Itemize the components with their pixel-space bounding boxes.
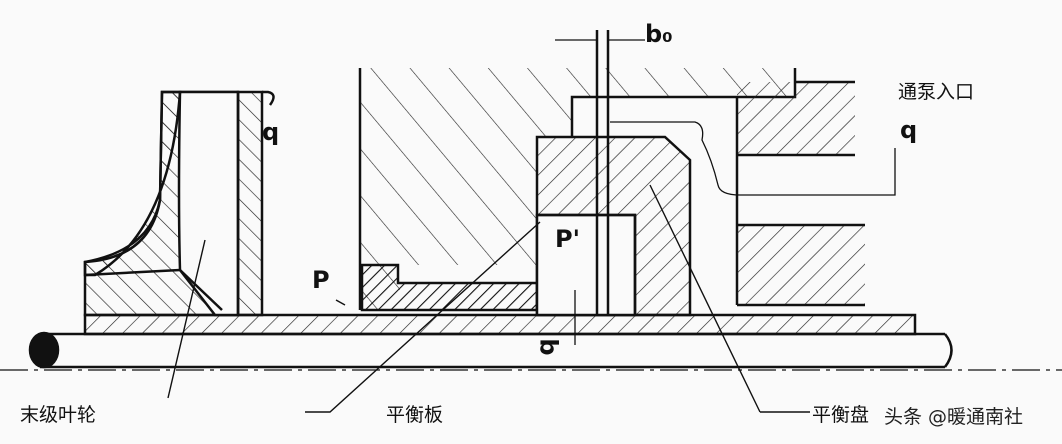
b0-label: b₀: [645, 20, 673, 48]
q-left-label: q: [262, 118, 280, 146]
p-prime-label: P': [555, 225, 580, 253]
p-label: P: [312, 266, 330, 294]
balance-plate-label: 平衡板: [386, 404, 444, 426]
leak-flow-path: [610, 121, 896, 196]
pump-housing: [358, 68, 865, 310]
shaft-sleeve: [83, 313, 917, 336]
watermark: 头条 @暖通南社: [884, 406, 1024, 428]
shaft: [28, 331, 953, 369]
balance-disc-label: 平衡盘: [812, 404, 870, 426]
b-label: b: [534, 338, 563, 356]
q-right-label: q: [900, 116, 918, 144]
pump-inlet-label: 通泵入口: [898, 81, 975, 103]
balance-disc: [535, 30, 692, 317]
last-impeller: [83, 90, 275, 317]
last-impeller-label: 末级叶轮: [20, 404, 97, 426]
